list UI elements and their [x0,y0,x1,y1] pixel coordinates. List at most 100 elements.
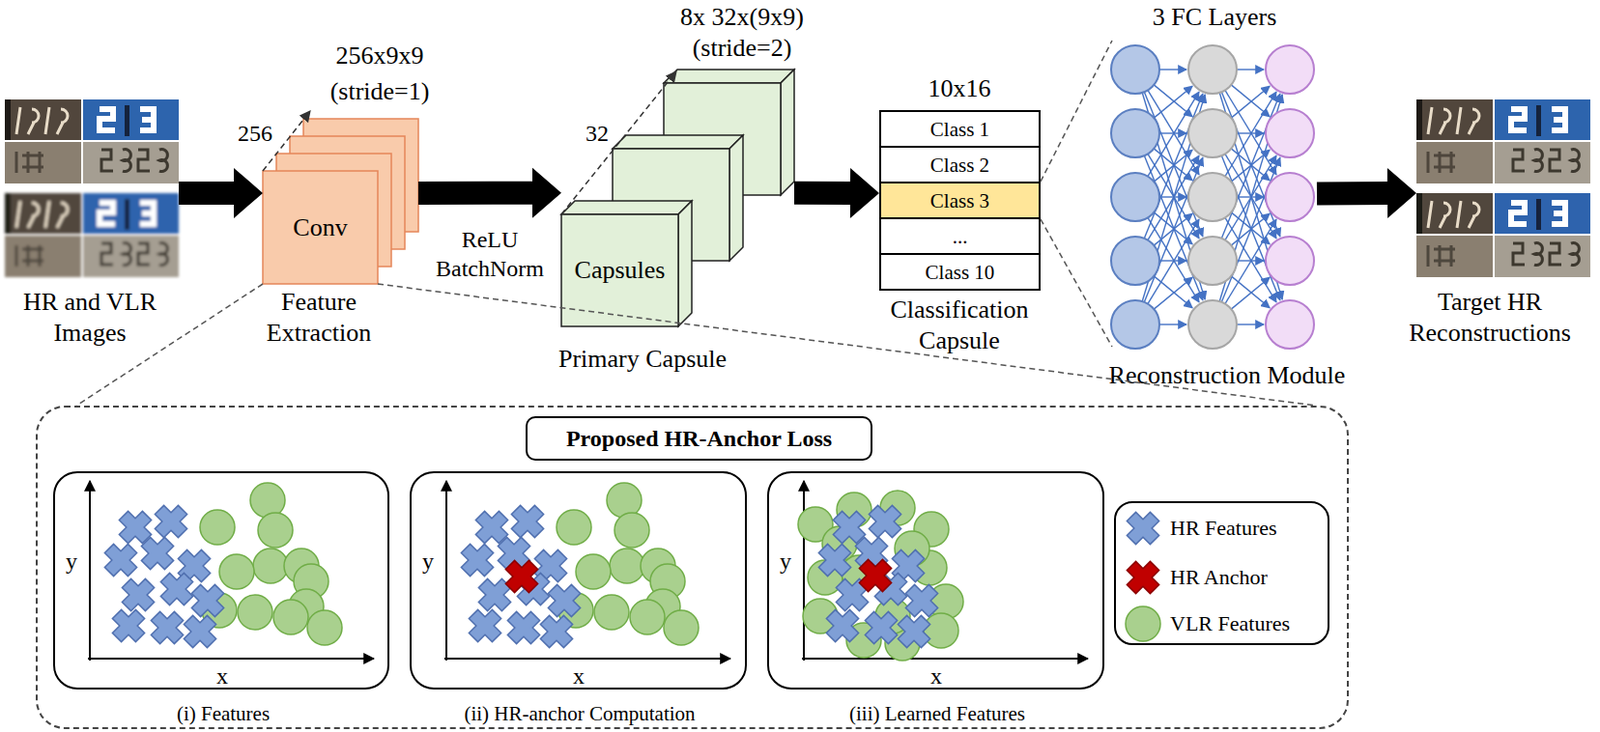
class-label: Class 2 [881,147,1039,182]
feature-panel: (i) Features [53,471,390,690]
legend-text: HR Anchor [1170,564,1268,592]
dimension-label: (stride=1) [283,76,477,108]
feature-cross [153,566,200,613]
module-heading: 3 FC Layers [1092,1,1337,33]
edge-label: ReLU BatchNorm [427,225,553,284]
neuron [1188,172,1237,222]
fc-connection [1221,157,1281,303]
neuron [1111,300,1160,349]
dimension-label: 8x 32x(9x9) [645,1,839,33]
axis-label: y [688,546,883,576]
feature-cross [852,552,899,600]
neuron [1111,236,1160,286]
feature-cross [857,604,905,652]
input-images: HR and VLR Images [4,99,179,278]
fc-connection [1159,323,1187,325]
stage-caption: Reconstruction Module [1082,360,1372,392]
vlr-feature-dot [253,548,288,584]
reconstructed-image [1416,193,1591,278]
flow-arrow [178,168,263,219]
zoom-leader [76,284,263,406]
axis-label: x [125,661,319,691]
feature-cross [861,498,909,545]
neuron [1265,300,1315,349]
dimension-label: (stride=2) [645,32,839,64]
region-title: Proposed HR-Anchor Loss [525,416,873,461]
neuron [1188,109,1237,158]
class-row: Class 3 [879,181,1041,220]
flow-arrow [418,168,562,219]
vlr-feature-dot [629,600,665,635]
stage-caption: Target HR Reconstructions [1383,286,1597,349]
vlr-feature-dot [575,554,611,590]
neuron [1188,45,1237,94]
vlr-feature-dot [257,513,293,548]
classification-table: Classification CapsuleClass 1Class 2Clas… [879,110,1041,291]
class-label: Class 3 [881,183,1039,218]
feature-cross [454,537,501,584]
conv-block: ConvFeature Extraction [262,118,419,285]
fc-connection [1143,157,1203,303]
x-axis [801,657,1088,660]
dashed-line [1040,219,1113,347]
feature-cross [134,530,181,577]
vlr-feature-dot [594,595,629,630]
stage-caption: HR and VLR Images [12,286,168,349]
feature-cross [498,553,545,600]
feature-cross [1119,505,1167,552]
feature-cross [461,602,509,650]
x-axis [444,657,731,660]
hr-image [4,99,179,184]
x-axis [87,657,374,660]
legend-icons [1119,505,1167,642]
panel-caption: (ii) HR-anchor Computation [382,701,777,727]
feature-cross [105,602,152,650]
output-images: Target HR Reconstructions [1416,99,1593,278]
vlr-feature-dot [1125,606,1161,642]
neuron [1265,236,1315,286]
flow-arrow [794,168,880,219]
neuron [1111,45,1160,94]
vlr-feature-dot [219,554,255,590]
zoom-leader [1040,219,1113,347]
zoom-leader [377,284,1316,406]
class-label: Class 1 [881,112,1039,146]
vlr-image [4,193,179,278]
legend-text: HR Features [1170,514,1278,543]
vlr-feature-dot [237,595,273,630]
y-axis [88,481,91,661]
panel-caption: (iii) Learned Features [740,701,1135,727]
flow-arrow [1316,168,1417,219]
vlr-feature-dot [200,510,235,545]
dashed-line [76,284,263,406]
feature-cross [890,608,938,656]
feature-cross [1119,554,1167,601]
feature-plot [87,481,374,661]
fc-connection [1159,68,1187,70]
feature-cross [811,537,858,584]
depth-label: 32 [500,118,694,148]
class-label: Class 10 [881,255,1039,289]
feature-cross [176,608,224,656]
vlr-feature-dot [614,513,650,548]
legend-box [1114,502,1329,645]
dashed-line [1040,40,1113,182]
reconstruction-module: 3 FC LayersReconstruction Module [1112,40,1317,347]
neuron [1265,109,1315,158]
block-label: Capsules [561,214,679,327]
neuron [1188,236,1237,286]
feature-cross [819,602,866,650]
loss-region: Proposed HR-Anchor Loss (i) Features (ii) … [35,405,1349,730]
fc-connection [1153,276,1193,309]
vlr-feature-dot [250,483,286,518]
stage-caption: Primary Capsule [526,343,759,375]
fc-connection [1230,277,1270,310]
vlr-feature-dot [609,548,645,584]
zoom-leader [1040,40,1113,182]
class-row: ... [879,217,1041,256]
fc-connection [1221,93,1281,239]
neuron [1111,172,1160,222]
